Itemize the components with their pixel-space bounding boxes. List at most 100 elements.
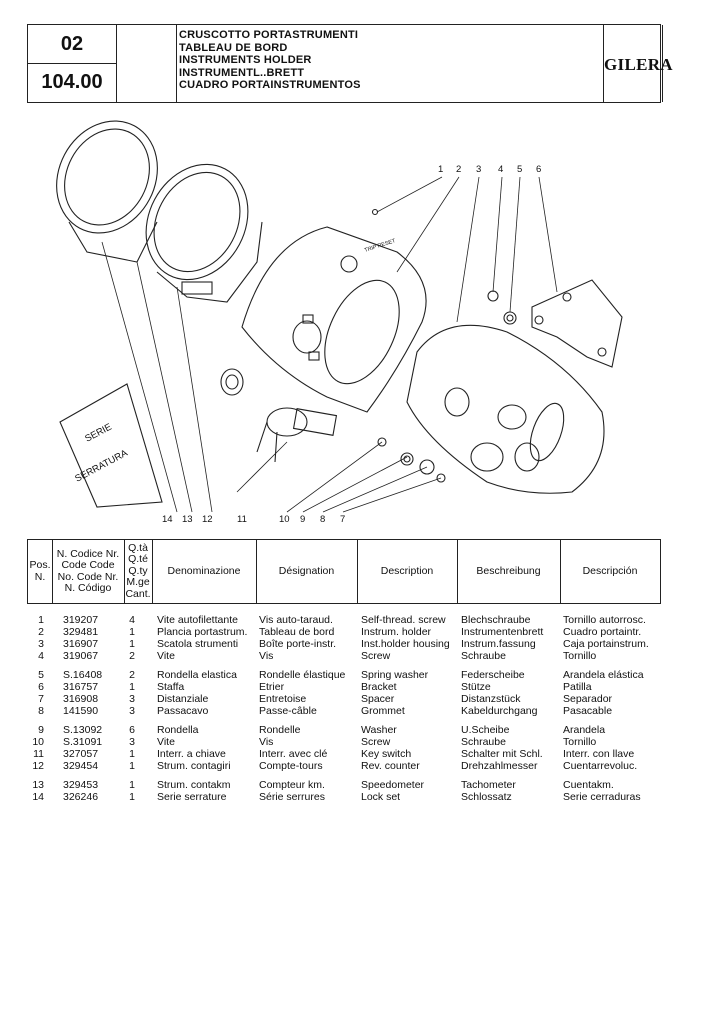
cell-es: Arandela — [563, 724, 606, 736]
parts-table-header: Pos. N. N. Codice Nr. Code Code No. Code… — [27, 539, 661, 604]
cell-es: Tornillo — [563, 736, 597, 748]
cell-qty: 4 — [129, 614, 135, 626]
grommet — [220, 368, 244, 396]
page-number: 104.00 — [41, 71, 103, 93]
cell-de: Schalter mit Schl. — [461, 748, 543, 760]
col-es: Descripción — [582, 564, 638, 577]
col-it: Denominazione — [152, 540, 257, 603]
header-block: 02 104.00 CRUSCOTTO PORTASTRUMENTI TABLE… — [27, 24, 673, 103]
cell-es: Caja portainstrum. — [563, 638, 649, 650]
callout-4: 4 — [498, 164, 503, 175]
cell-pos: 14 — [32, 791, 44, 803]
cell-en: Self-thread. screw — [361, 614, 446, 626]
callout-13: 13 — [182, 514, 193, 525]
cell-it: Vite — [157, 736, 175, 748]
cell-code: 141590 — [63, 705, 99, 717]
instrument-holder-plate — [241, 226, 427, 413]
callout-1: 1 — [438, 164, 443, 175]
cell-de: Tachometer — [461, 779, 516, 791]
cell-es: Tornillo — [563, 650, 597, 662]
instrument-housing — [406, 324, 605, 494]
cell-fr: Interr. avec clé — [259, 748, 328, 760]
cell-pos: 10 — [32, 736, 44, 748]
cell-de: Schraube — [461, 736, 506, 748]
cell-es: Cuentarrevoluc. — [563, 760, 638, 772]
cell-code: S.13092 — [63, 724, 103, 736]
bracket — [531, 279, 623, 368]
cell-pos: 9 — [38, 724, 44, 736]
cell-fr: Boîte porte-instr. — [259, 638, 337, 650]
cell-en: Grommet — [361, 705, 405, 717]
cell-code: 316757 — [63, 681, 99, 693]
cell-code: 329454 — [63, 760, 99, 772]
trip-reset-label: TRIP RESET — [364, 238, 397, 254]
cell-code: 327057 — [63, 748, 99, 760]
cell-de: Blechschraube — [461, 614, 531, 626]
cell-qty: 1 — [129, 638, 135, 650]
cell-es: Pasacable — [563, 705, 613, 717]
cell-it: Distanziale — [157, 693, 209, 705]
lock-set-card — [59, 383, 163, 508]
cell-de: Instrum.fassung — [461, 638, 536, 650]
cell-pos: 6 — [38, 681, 44, 693]
callout-10: 10 — [279, 514, 290, 525]
cell-de: Drehzahlmesser — [461, 760, 538, 772]
cell-es: Arandela elástica — [563, 669, 644, 681]
cell-pos: 5 — [38, 669, 44, 681]
callout-8: 8 — [320, 514, 325, 525]
cell-qty: 1 — [129, 681, 135, 693]
cell-fr: Entretoise — [259, 693, 307, 705]
cell-pos: 7 — [38, 693, 44, 705]
cell-pos: 3 — [38, 638, 44, 650]
cell-qty: 6 — [129, 724, 135, 736]
cell-en: Inst.holder housing — [361, 638, 450, 650]
cell-fr: Rondelle élastique — [259, 669, 346, 681]
cell-es: Interr. con llave — [563, 748, 635, 760]
cell-de: Kabeldurchgang — [461, 705, 538, 717]
key-switch — [256, 407, 338, 463]
cell-es: Serie cerraduras — [563, 791, 641, 803]
title-cell: CRUSCOTTO PORTASTRUMENTI TABLEAU DE BORD… — [176, 25, 604, 102]
cell-es: Patilla — [563, 681, 592, 693]
gauge-speedometer — [56, 120, 158, 263]
cell-it: Serie serrature — [157, 791, 227, 803]
cell-fr: Série serrures — [259, 791, 325, 803]
col-fr: Désignation — [256, 540, 358, 603]
cell-it: Staffa — [157, 681, 185, 693]
title-fr: TABLEAU DE BORD — [179, 41, 288, 54]
cell-fr: Etrier — [259, 681, 285, 693]
callout-11: 11 — [237, 514, 247, 525]
section-divider — [28, 63, 116, 64]
cell-qty: 2 — [129, 650, 135, 662]
cell-en: Speedometer — [361, 779, 425, 791]
exploded-diagram: 1 2 3 4 5 6 14 13 12 11 10 9 8 7 SERIE S… — [56, 120, 623, 525]
title-it: CRUSCOTTO PORTASTRUMENTI — [179, 29, 359, 41]
col-qty: Q.tà Q.té Q.ty M.ge Cant. — [124, 540, 153, 603]
gauge-rev-counter — [145, 163, 263, 303]
cell-pos: 11 — [33, 748, 44, 760]
cell-it: Rondella — [157, 724, 199, 736]
callout-5: 5 — [517, 164, 522, 175]
brand-cell: GILERA — [604, 25, 673, 102]
cell-fr: Compteur km. — [259, 779, 325, 791]
cell-code: 329453 — [63, 779, 99, 791]
cell-en: Instrum. holder — [361, 626, 432, 638]
cell-it: Scatola strumenti — [157, 638, 239, 650]
cell-code: S.31091 — [63, 736, 103, 748]
lockset-label-1: SERIE — [83, 422, 113, 445]
cell-de: Instrumentenbrett — [461, 626, 544, 638]
brand-logo: GILERA — [604, 55, 673, 74]
callout-3: 3 — [476, 164, 481, 175]
cell-fr: Vis auto-taraud. — [259, 614, 333, 626]
cell-qty: 1 — [129, 791, 135, 803]
callout-9: 9 — [300, 514, 305, 525]
blank-cell — [116, 25, 177, 102]
cell-fr: Tableau de bord — [259, 626, 335, 638]
cell-qty: 1 — [129, 779, 135, 791]
cell-pos: 1 — [38, 614, 44, 626]
cell-code: 326246 — [63, 791, 99, 803]
cell-en: Lock set — [361, 791, 401, 803]
cell-es: Cuentakm. — [563, 779, 614, 791]
cell-de: U.Scheibe — [461, 724, 510, 736]
cell-code: 316907 — [63, 638, 99, 650]
